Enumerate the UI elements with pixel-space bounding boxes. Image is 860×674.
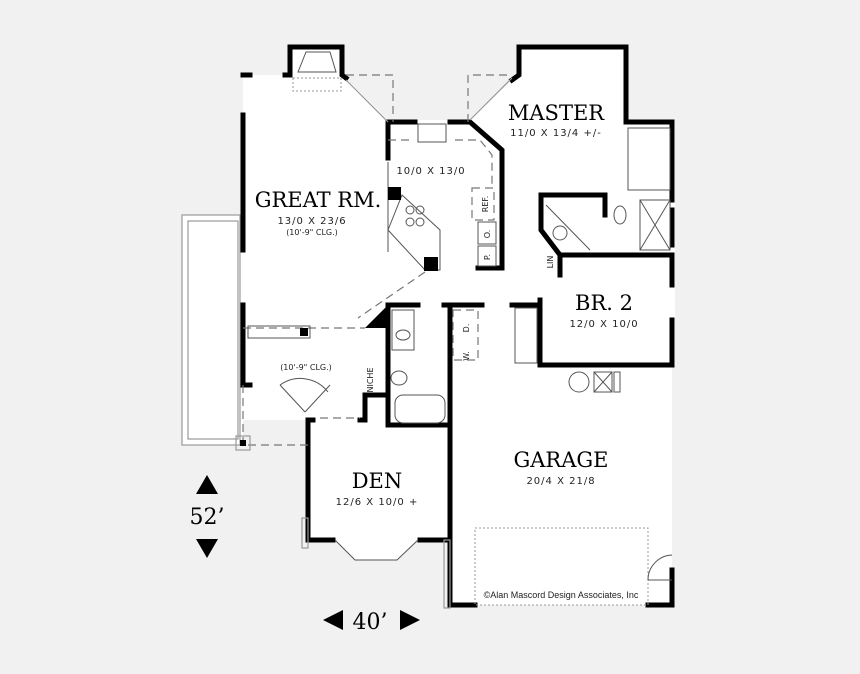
arrow-right-icon [400,610,420,630]
master-size: 11/0 X 13/4 +/- [510,128,602,139]
porch-inner [187,220,239,440]
refrigerator-label: REF. [481,196,490,212]
master-label: MASTER [508,101,605,125]
dryer-label: D. [462,324,471,333]
arrow-left-icon [323,610,343,630]
great-room-ceiling: (10'-9" CLG.) [286,228,338,237]
floor-fill [182,45,675,605]
arrow-down-icon [196,539,218,558]
porch-outline [181,214,241,446]
great-room-label: GREAT RM. [255,188,382,212]
pantry-o-label: O. [483,230,492,239]
br2-label: BR. 2 [575,291,633,315]
arrow-up-icon [196,475,218,494]
niche-label: NICHE [366,368,375,393]
garage-label: GARAGE [513,448,608,472]
fixtures [235,51,673,609]
depth-dimension: 52’ [190,505,225,530]
kitchen-size: 10/0 X 13/0 [396,166,465,177]
width-dimension: 40’ [353,610,388,635]
great-room-size: 13/0 X 23/6 [277,216,346,227]
garage-size: 20/4 X 21/8 [526,476,595,487]
washer-label: W. [462,351,471,361]
pantry-p-label: P. [483,254,492,260]
linen-label: LIN [546,256,555,269]
den-size: 12/6 X 10/0 + [336,497,419,508]
den-label: DEN [352,469,403,493]
br2-size: 12/0 X 10/0 [569,319,638,330]
entry-ceiling: (10'-9" CLG.) [280,363,332,372]
copyright-text: ©Alan Mascord Design Associates, Inc [484,590,639,600]
